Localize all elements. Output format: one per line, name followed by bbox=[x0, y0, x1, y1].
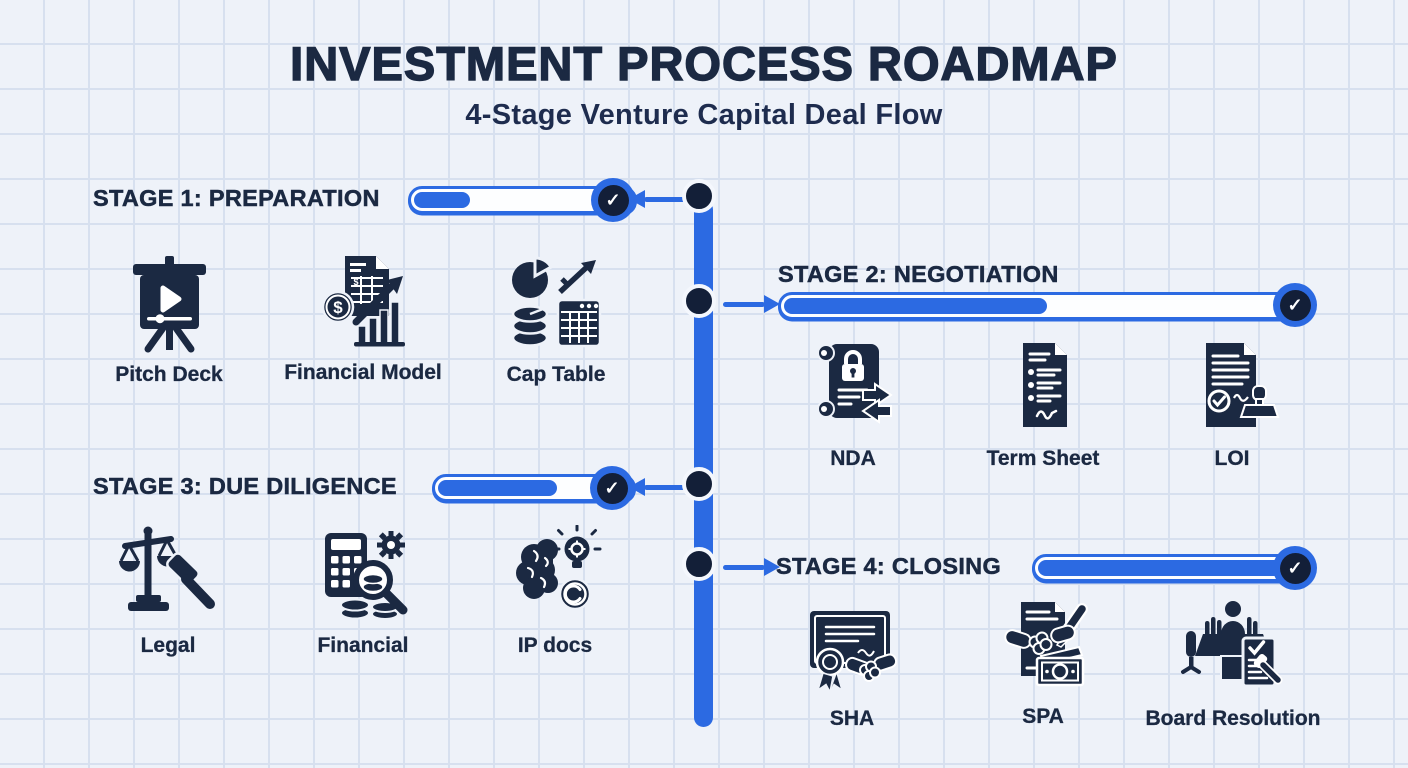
svg-text:$: $ bbox=[333, 298, 343, 317]
svg-text:$: $ bbox=[353, 277, 358, 287]
list-item: NDA bbox=[758, 338, 948, 471]
item-label: Legal bbox=[140, 634, 196, 657]
loi-icon bbox=[1206, 343, 1280, 427]
list-item: Board Resolution bbox=[1138, 598, 1328, 731]
item-label: Cap Table bbox=[506, 363, 606, 386]
check-icon: ✓ bbox=[1279, 289, 1311, 321]
arrow-left-icon bbox=[629, 478, 692, 496]
stage-1-label: STAGE 1: PREPARATION bbox=[93, 185, 380, 212]
list-item: LOI bbox=[1137, 338, 1327, 471]
list-item: IP docs bbox=[460, 525, 650, 658]
pitch-deck-icon bbox=[133, 256, 206, 353]
term-sheet-icon bbox=[1023, 343, 1067, 427]
timeline-node bbox=[682, 284, 716, 318]
item-label: Pitch Deck bbox=[115, 363, 223, 386]
stage-3-progress-fill bbox=[438, 480, 558, 496]
list-item: Pitch Deck bbox=[74, 254, 264, 387]
item-label: NDA bbox=[830, 447, 876, 470]
item-label: Financial Model bbox=[284, 361, 442, 384]
stage-4-complete-badge: ✓ bbox=[1273, 546, 1317, 590]
ip-docs-icon bbox=[516, 525, 602, 611]
stage-4-progress-bar bbox=[1032, 554, 1316, 582]
stage-2-label: STAGE 2: NEGOTIATION bbox=[778, 261, 1059, 288]
legal-icon bbox=[119, 526, 215, 611]
list-item: Financial bbox=[268, 525, 458, 658]
check-icon: ✓ bbox=[597, 184, 629, 216]
stage-2-complete-badge: ✓ bbox=[1273, 283, 1317, 327]
list-item: Term Sheet bbox=[948, 338, 1138, 471]
page-subtitle: 4-Stage Venture Capital Deal Flow bbox=[465, 99, 943, 131]
list-item: SHA bbox=[757, 598, 947, 731]
financial-model-icon: $ $ bbox=[321, 256, 405, 347]
nda-icon bbox=[817, 344, 893, 424]
stage-4-progress-fill bbox=[1038, 560, 1310, 576]
item-label: Board Resolution bbox=[1145, 707, 1321, 730]
stage-3-complete-badge: ✓ bbox=[590, 466, 634, 510]
stage-3-label: STAGE 3: DUE DILIGENCE bbox=[93, 473, 397, 500]
board-resolution-icon bbox=[1181, 601, 1283, 688]
item-label: Term Sheet bbox=[986, 447, 1100, 470]
timeline-node bbox=[682, 179, 716, 213]
stage-1-complete-badge: ✓ bbox=[591, 178, 635, 222]
timeline-node bbox=[682, 547, 716, 581]
spa-icon bbox=[1004, 602, 1088, 687]
arrow-right-icon bbox=[723, 295, 780, 313]
timeline-node bbox=[682, 467, 716, 501]
check-icon: ✓ bbox=[1279, 552, 1311, 584]
stage-4-label: STAGE 4: CLOSING bbox=[776, 553, 1002, 580]
arrow-right-icon bbox=[723, 558, 780, 576]
item-label: SPA bbox=[1022, 705, 1064, 728]
list-item: SPA bbox=[948, 596, 1138, 729]
page-title: INVESTMENT PROCESS ROADMAP bbox=[289, 36, 1118, 90]
check-icon: ✓ bbox=[596, 472, 628, 504]
financial-icon bbox=[325, 531, 408, 620]
timeline-bar bbox=[694, 200, 713, 727]
stage-1-progress-fill bbox=[414, 192, 471, 208]
cap-table-icon bbox=[511, 256, 602, 348]
list-item: $ $ Financial Model bbox=[268, 252, 458, 385]
item-label: IP docs bbox=[517, 634, 593, 657]
item-label: LOI bbox=[1214, 447, 1250, 470]
item-label: SHA bbox=[829, 707, 875, 730]
stage-2-progress-bar bbox=[778, 292, 1316, 320]
item-label: Financial bbox=[317, 634, 409, 657]
sha-icon bbox=[810, 611, 898, 695]
list-item: Legal bbox=[73, 525, 263, 658]
list-item: Cap Table bbox=[461, 254, 651, 387]
arrow-left-icon bbox=[629, 190, 692, 208]
stage-2-progress-fill bbox=[784, 298, 1047, 314]
